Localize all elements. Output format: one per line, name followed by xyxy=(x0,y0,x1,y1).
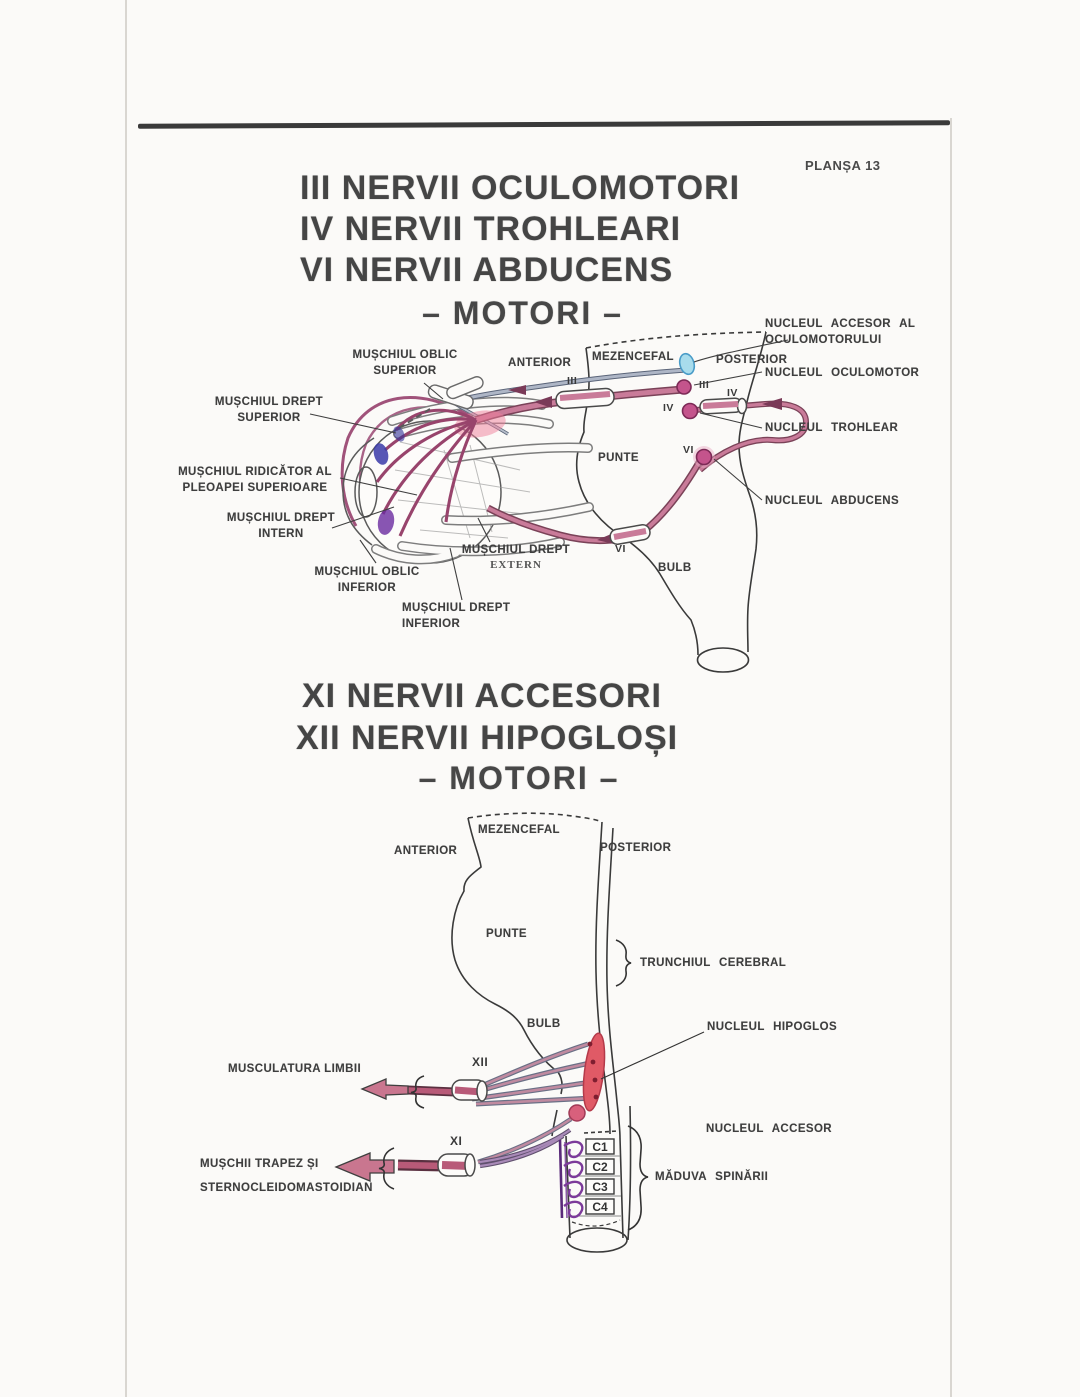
label-c4: C4 xyxy=(592,1200,608,1214)
eye-globe xyxy=(342,420,531,564)
label-muschiul-oblic-inferior: MUȘCHIUL OBLIC INFERIOR xyxy=(314,566,420,594)
label-maduva-spinarii: MĂDUVA SPINĂRII xyxy=(655,1171,769,1183)
nerve-xi-fibers xyxy=(479,1128,584,1219)
page-right-edge xyxy=(950,118,952,1397)
label-muschiul-oblic-superior: MUȘCHIUL OBLIC SUPERIOR xyxy=(352,349,458,377)
xi-arrow xyxy=(334,1152,395,1182)
xii-arrow xyxy=(360,1078,409,1100)
label-iv-sleeve: IV xyxy=(727,387,738,399)
label-posterior-s1: POSTERIOR xyxy=(716,354,788,366)
label-muschiul-drept-superior: MUȘCHIUL DREPT SUPERIOR xyxy=(214,396,324,424)
plate-number: PLANȘA 13 xyxy=(805,158,881,173)
nucleul-hipoglos-group xyxy=(469,1032,606,1112)
sleeve-cores xyxy=(559,391,739,540)
leader-lines-top xyxy=(309,339,789,601)
spinal-cord xyxy=(565,1105,632,1253)
label-xi: XI xyxy=(450,1134,463,1148)
innervation-spots xyxy=(373,426,405,535)
label-nucleul-hipoglos: NUCLEUL HIPOGLOS xyxy=(707,1021,838,1033)
label-vi-nucleus: VI xyxy=(683,444,694,456)
cervical-segment-boxes xyxy=(585,1138,615,1215)
label-vi-sleeve: VI xyxy=(615,543,626,555)
xii-brace xyxy=(410,1075,425,1109)
label-muschiul-drept-extern-line1: MUȘCHIUL DREPT xyxy=(461,544,571,556)
s2-title-line1: XI NERVII ACCESORI xyxy=(302,677,662,715)
xi-brace xyxy=(378,1147,395,1190)
label-c1: C1 xyxy=(592,1140,608,1154)
label-muschiul-drept-inferior: MUȘCHIUL DREPT INFERIOR xyxy=(402,602,511,630)
nerve-iii-fan-fibers xyxy=(375,408,478,537)
nucleul-accesor-oculomotor-dot xyxy=(678,352,696,376)
nerve-vi xyxy=(486,457,705,545)
nerve-xii-assembly xyxy=(360,1075,488,1109)
nucleul-abducens-dot xyxy=(695,448,713,466)
nuclei-top xyxy=(676,352,715,468)
s1-title-line2: IV NERVII TROHLEARI xyxy=(300,210,682,248)
s1-title-line1: III NERVII OCULOMOTORI xyxy=(300,169,741,207)
label-muschiul-drept-intern: MUȘCHIUL DREPT INTERN xyxy=(226,512,336,540)
label-nucleul-accesor-oculomotor: NUCLEUL ACCESOR AL OCULOMOTORULUI xyxy=(765,318,916,346)
label-xii: XII xyxy=(472,1055,489,1069)
label-muschiul-drept-extern-line2: EXTERN xyxy=(490,559,542,571)
label-c3: C3 xyxy=(592,1180,608,1194)
label-mezencefal-s2: MEZENCEFAL xyxy=(478,824,560,836)
label-iii-nucleus: III xyxy=(699,379,710,391)
label-anterior-s1: ANTERIOR xyxy=(508,357,572,369)
label-bulb-s1: BULB xyxy=(658,562,692,574)
s2-title-line2: XII NERVII HIPOGLOȘI xyxy=(296,719,679,757)
nucleul-trohlear-dot xyxy=(681,402,699,420)
annotation-marks-bottom xyxy=(600,939,705,1231)
label-nucleul-trohlear: NUCLEUL TROHLEAR xyxy=(765,422,899,434)
label-mezencefal-s1: MEZENCEFAL xyxy=(592,351,674,363)
label-muschiul-ridicator: MUȘCHIUL RIDICĂTOR AL PLEOAPEI SUPERIOAR… xyxy=(178,466,332,494)
maduva-brace xyxy=(627,1125,649,1231)
label-muschii-trapez: MUȘCHII TRAPEZ ȘI STERNOCLEIDOMASTOIDIAN xyxy=(200,1158,373,1195)
label-punte-s2: PUNTE xyxy=(486,928,527,940)
label-posterior-s2: POSTERIOR xyxy=(600,842,672,854)
s2-subtitle: – MOTORI – xyxy=(418,760,620,796)
label-nucleul-abducens: NUCLEUL ABDUCENS xyxy=(765,495,900,507)
label-c2: C2 xyxy=(592,1160,608,1174)
trochlea-pulley xyxy=(393,376,484,432)
label-iii-sleeve: III xyxy=(567,375,578,387)
label-iv-nucleus: IV xyxy=(663,402,674,414)
label-nucleul-accesor: NUCLEUL ACCESOR xyxy=(706,1123,833,1135)
s1-title-line3: VI NERVII ABDUCENS xyxy=(300,251,674,289)
label-musculatura-limbii: MUSCULATURA LIMBII xyxy=(228,1063,362,1075)
label-anterior-s2: ANTERIOR xyxy=(394,845,458,857)
label-punte-s1: PUNTE xyxy=(598,452,639,464)
s1-subtitle: – MOTORI – xyxy=(422,295,623,331)
label-trunchiul-cerebral: TRUNCHIUL CEREBRAL xyxy=(640,957,787,969)
page-left-edge xyxy=(125,0,127,1397)
nerve-xi-assembly xyxy=(334,1147,476,1190)
label-nucleul-oculomotor: NUCLEUL OCULOMOTOR xyxy=(765,367,920,379)
hipoglos-leader xyxy=(600,1031,705,1080)
nucleul-oculomotor-dot xyxy=(676,379,692,395)
eye-muscles xyxy=(371,396,594,565)
trunchiul-brace xyxy=(615,939,632,987)
label-bulb-s2: BULB xyxy=(527,1018,561,1030)
